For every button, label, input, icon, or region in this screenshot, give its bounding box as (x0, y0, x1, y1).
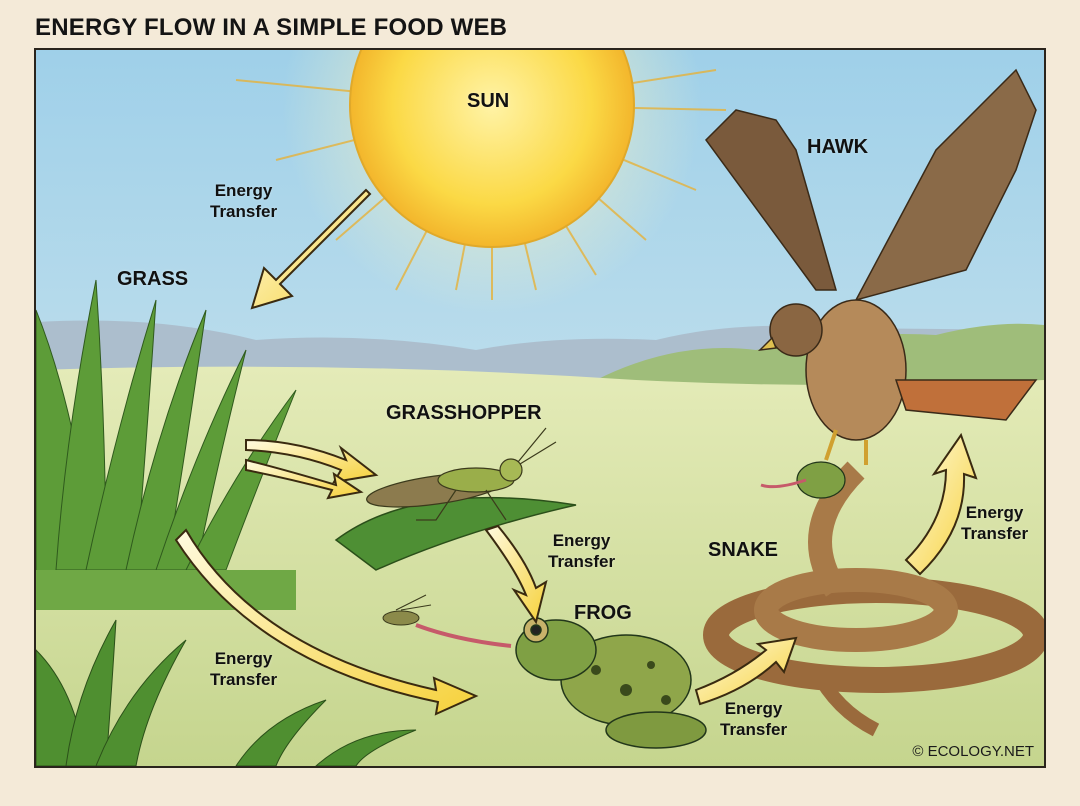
energy-label-frog-to-snake: Energy Transfer (720, 699, 788, 739)
arrow-grass-to-frog (174, 528, 479, 716)
label-grass: GRASS (117, 268, 189, 290)
arrow-grass-to-grasshopper (245, 438, 379, 484)
energy-arrows (174, 188, 978, 716)
food-web-illustration (36, 50, 1044, 766)
caught-frog (760, 461, 846, 499)
illustration-frame: SUN GRASS GRASSHOPPER FROG SNAKE HAWK En… (34, 48, 1046, 768)
sun (349, 50, 635, 248)
hawk (705, 68, 1038, 465)
frog (415, 617, 707, 749)
fly (382, 594, 432, 626)
copyright-credit: © ECOLOGY.NET (912, 743, 1034, 760)
label-hawk: HAWK (807, 136, 869, 158)
arrow-frog-to-snake (694, 636, 798, 706)
energy-label-snake-to-hawk: Energy Transfer (961, 503, 1029, 543)
energy-label-sun-to-grass: Energy Transfer (210, 181, 278, 221)
label-frog: FROG (574, 602, 632, 624)
diagram-title: ENERGY FLOW IN A SIMPLE FOOD WEB (35, 14, 508, 41)
arrow-snake-to-hawk (904, 432, 978, 576)
label-sun: SUN (467, 90, 510, 112)
energy-label-grasshopper-to-frog: Energy Transfer (548, 531, 616, 571)
label-grasshopper: GRASSHOPPER (386, 402, 542, 424)
energy-label-grass-to-frog: Energy Transfer (210, 649, 278, 689)
grasshopper (366, 427, 557, 521)
arrow-sun-to-grass (250, 188, 372, 310)
foreground-grass (36, 619, 417, 766)
arrow-grasshopper-to-frog (484, 524, 548, 625)
label-snake: SNAKE (708, 539, 779, 561)
leaf (334, 496, 577, 571)
